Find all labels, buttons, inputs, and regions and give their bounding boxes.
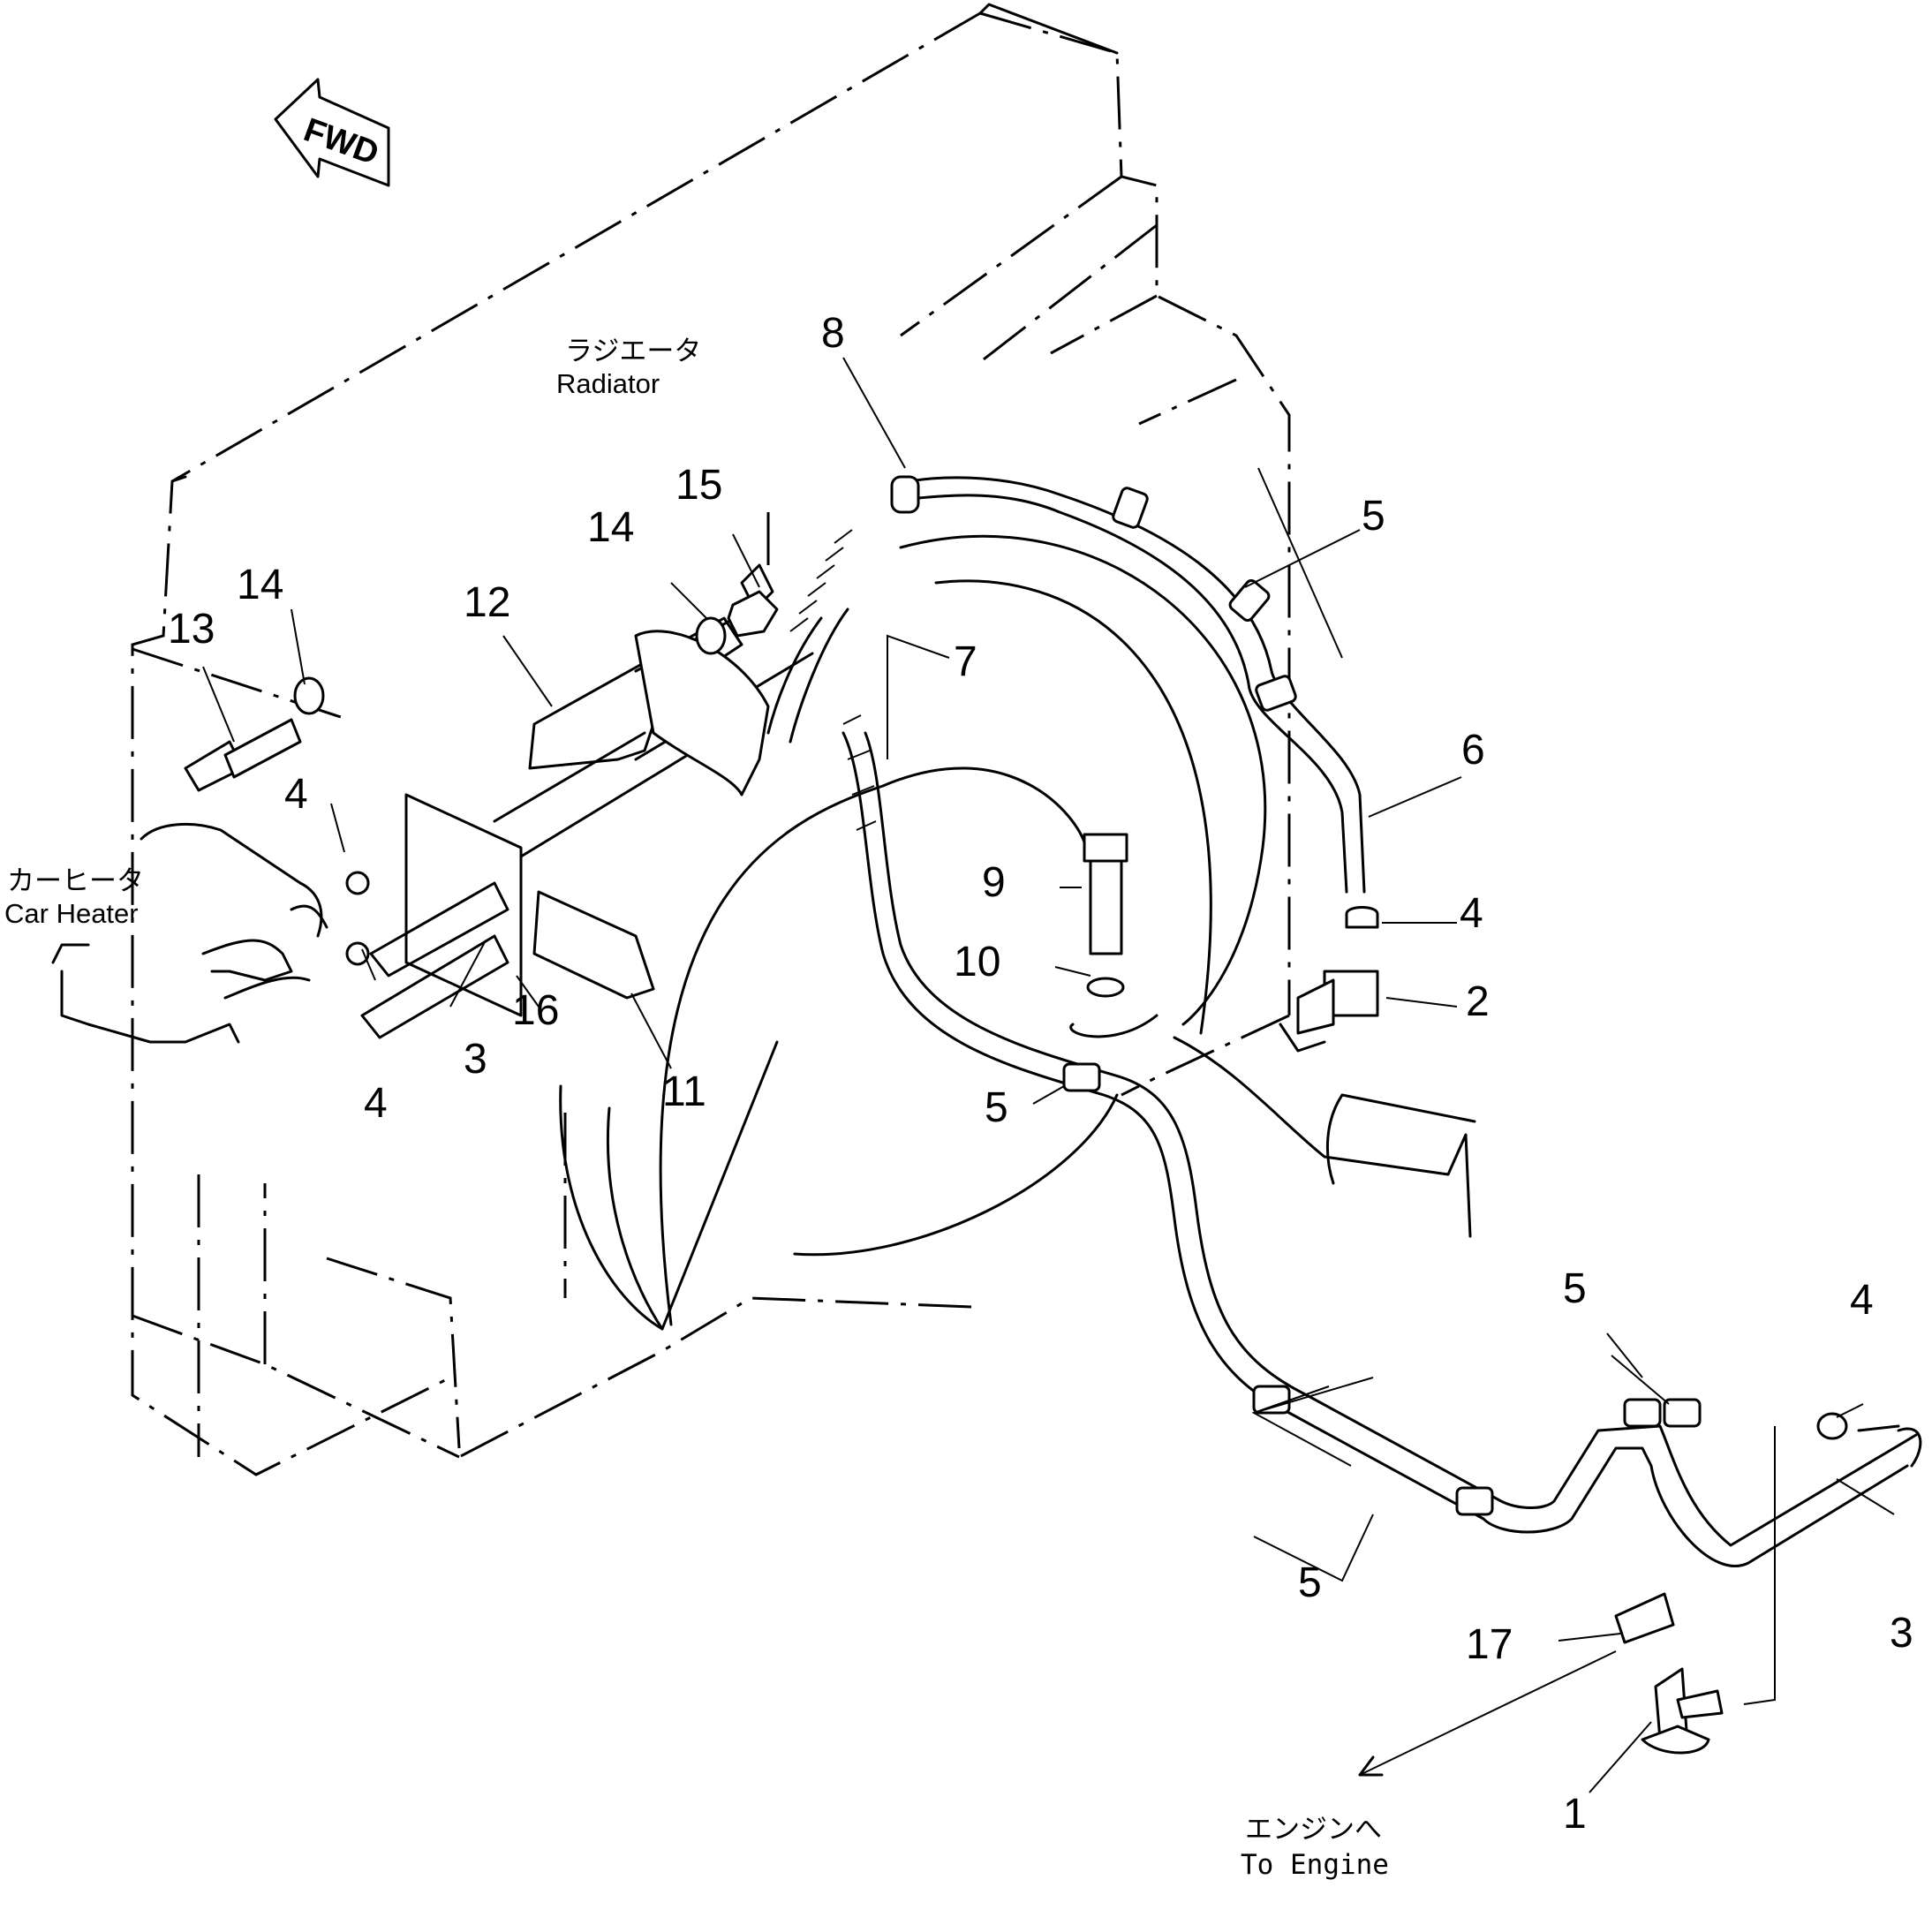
callout-4: 4: [284, 771, 308, 818]
callout-9: 9: [982, 859, 1006, 906]
callout-7: 7: [954, 638, 977, 685]
callout-13: 13: [168, 606, 215, 653]
callout-4: 4: [1850, 1277, 1874, 1324]
callout-17: 17: [1466, 1621, 1513, 1668]
callout-5: 5: [985, 1084, 1008, 1131]
callout-3: 3: [1890, 1610, 1913, 1657]
bracket-assembly: [345, 563, 814, 1039]
clamp-parts: [890, 475, 1702, 1516]
radiator-label-en: Radiator: [556, 368, 660, 399]
coolant-pipe: [766, 476, 1922, 1567]
callout-3: 3: [464, 1036, 487, 1083]
callout-numbers: 8 15 14 14 13 12 7 5 6 4 4 4 4 9 10 2 5 …: [168, 310, 1913, 1838]
car-heater: [51, 822, 328, 1044]
forward-arrow-icon: FWD: [274, 78, 390, 187]
callout-15: 15: [675, 462, 722, 509]
callout-5: 5: [1563, 1265, 1587, 1312]
callout-16: 16: [512, 987, 559, 1034]
callout-5: 5: [1362, 493, 1385, 540]
callout-4: 4: [1460, 890, 1483, 937]
car-heater-label: カーヒータ Car Heater: [4, 865, 144, 929]
callout-10: 10: [954, 939, 1000, 985]
engine-label: エンジンへ To Engine: [1241, 1814, 1389, 1881]
car-heater-label-jp: カーヒータ: [7, 865, 144, 896]
radiator-label-jp: ラジエータ: [565, 336, 701, 366]
callout-2: 2: [1466, 978, 1490, 1025]
callout-1: 1: [1563, 1791, 1587, 1838]
engine-label-jp: エンジンへ: [1245, 1814, 1382, 1846]
leader-lines: [202, 357, 1895, 1793]
callout-11: 11: [662, 1068, 706, 1115]
callout-5: 5: [1298, 1559, 1322, 1606]
fasteners: [184, 590, 1848, 1755]
fan-shroud: [559, 534, 1476, 1331]
callout-8: 8: [821, 310, 845, 357]
callout-14: 14: [587, 504, 634, 551]
radiator-label: ラジエータ Radiator: [556, 336, 701, 399]
callout-6: 6: [1461, 727, 1485, 774]
engine-label-en: To Engine: [1241, 1849, 1389, 1881]
car-heater-label-en: Car Heater: [4, 898, 139, 929]
callout-12: 12: [464, 579, 510, 626]
callout-4: 4: [364, 1080, 388, 1127]
callout-14: 14: [237, 562, 283, 608]
